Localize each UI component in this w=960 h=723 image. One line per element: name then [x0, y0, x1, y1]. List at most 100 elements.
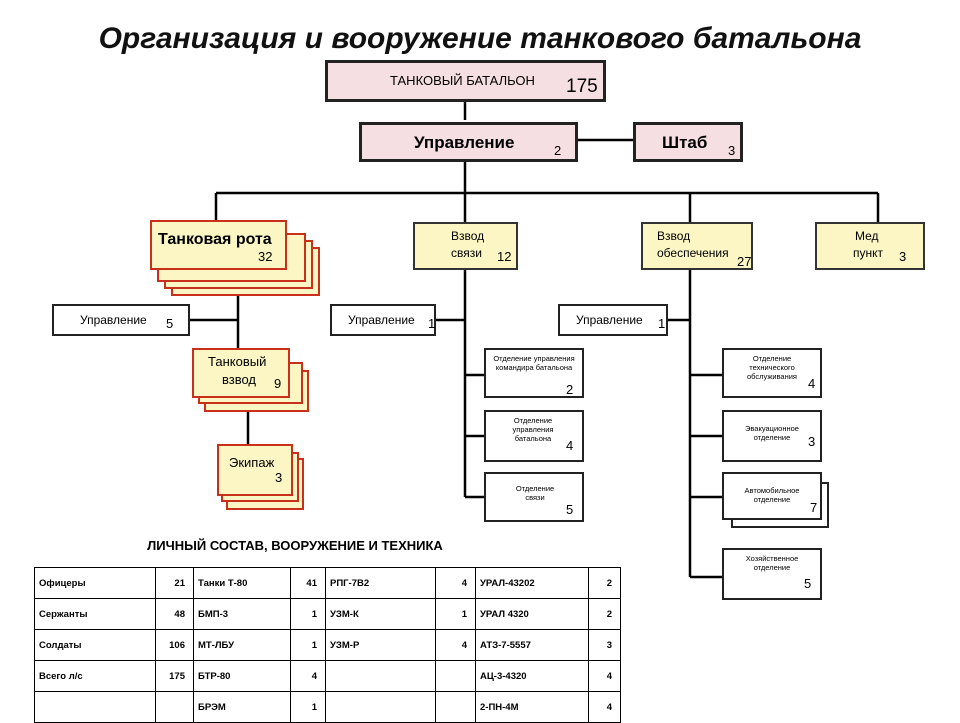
table-cell: 1: [290, 598, 326, 630]
table-cell: 2: [588, 567, 621, 599]
battalion-count: 175: [566, 76, 598, 97]
company-command-box: Управление 5: [52, 304, 190, 336]
table-cell: 3: [588, 629, 621, 661]
company-command-label: Управление: [80, 313, 147, 327]
signal-command-label: Управление: [348, 313, 415, 327]
signal-unit-2-count: 4: [566, 438, 574, 453]
signal-unit-3-count: 5: [566, 502, 574, 517]
table-cell: 41: [290, 567, 326, 599]
table-cell: 1: [435, 598, 476, 630]
table-cell: [155, 691, 194, 723]
signal-unit-1: Отделение управления командира батальона…: [484, 348, 584, 398]
table-title: ЛИЧНЫЙ СОСТАВ, ВООРУЖЕНИЕ И ТЕХНИКА: [147, 538, 443, 553]
tank-platoon-count: 9: [274, 376, 282, 391]
support-command-label: Управление: [576, 313, 643, 327]
signal-unit-3: Отделение связи 5: [484, 472, 584, 522]
command-box: Управление 2: [359, 122, 578, 162]
table-cell: УРАЛ 4320: [475, 598, 589, 630]
support-unit-1-count: 4: [808, 376, 816, 391]
company-command-count: 5: [166, 316, 174, 331]
tank-platoon-box: Танковый взвод 9: [192, 348, 290, 398]
command-label: Управление: [414, 133, 515, 152]
support-unit-1: Отделение технического обслуживания 4: [722, 348, 822, 398]
table-cell: [34, 691, 156, 723]
support-command-count: 1: [658, 316, 666, 331]
table-cell: 4: [290, 660, 326, 692]
tank-platoon-label-2: взвод: [222, 372, 257, 387]
signal-platoon-count: 12: [497, 249, 512, 264]
signal-unit-1-count: 2: [566, 382, 574, 397]
tank-company-count: 32: [258, 249, 273, 264]
medical-count: 3: [899, 249, 907, 264]
table-cell: [325, 691, 436, 723]
staff-label: Штаб: [662, 133, 708, 152]
table-cell: Всего л/с: [34, 660, 156, 692]
table-cell: 2: [588, 598, 621, 630]
table-cell: АТЗ-7-5557: [475, 629, 589, 661]
support-unit-2-label: Эвакуационное отделение: [745, 424, 799, 442]
medical-label-1: Мед: [855, 229, 879, 243]
tank-company-box: Танковая рота 32: [150, 220, 287, 270]
command-count: 2: [554, 143, 562, 158]
signal-command-count: 1: [428, 316, 436, 331]
support-platoon-count: 27: [737, 254, 752, 269]
table-cell: БТР-80: [193, 660, 291, 692]
support-platoon-box: Взвод обеспечения 27: [641, 222, 753, 270]
table-cell: 106: [155, 629, 194, 661]
support-unit-2: Эвакуационное отделение 3: [722, 410, 822, 462]
crew-box: Экипаж 3: [217, 444, 293, 496]
support-unit-3: Автомобильное отделение 7: [722, 472, 822, 520]
table-cell: 2-ПН-4М: [475, 691, 589, 723]
table-cell: 4: [435, 629, 476, 661]
table-cell: [325, 660, 436, 692]
battalion-label: ТАНКОВЫЙ БАТАЛЬОН: [390, 73, 535, 88]
table-cell: 1: [290, 691, 326, 723]
table-cell: [435, 691, 476, 723]
table-cell: Офицеры: [34, 567, 156, 599]
support-platoon-label-1: Взвод: [657, 229, 691, 243]
support-unit-4-label: Хозяйственное отделение: [745, 554, 799, 572]
signal-unit-1-label: Отделение управления командира батальона: [493, 354, 575, 372]
tank-company-label: Танковая рота: [158, 231, 272, 248]
medical-label-2: пункт: [853, 246, 884, 260]
table-cell: УЗМ-К: [325, 598, 436, 630]
support-unit-4: Хозяйственное отделение 5: [722, 548, 822, 600]
tank-platoon-label-1: Танковый: [208, 354, 267, 369]
table-cell: 4: [588, 660, 621, 692]
table-cell: БРЭМ: [193, 691, 291, 723]
battalion-box: ТАНКОВЫЙ БАТАЛЬОН 175: [325, 60, 606, 102]
table-cell: 1: [290, 629, 326, 661]
staff-box: Штаб 3: [633, 122, 743, 162]
staff-count: 3: [728, 143, 736, 158]
table-cell: АЦ-3-4320: [475, 660, 589, 692]
signal-platoon-box: Взвод связи 12: [413, 222, 518, 270]
support-unit-3-label: Автомобильное отделение: [744, 486, 800, 504]
support-unit-3-count: 7: [810, 500, 818, 515]
table-cell: БМП-3: [193, 598, 291, 630]
table-cell: Солдаты: [34, 629, 156, 661]
support-unit-4-count: 5: [804, 576, 812, 591]
signal-unit-2-label: Отделение управления батальона: [512, 416, 554, 443]
table-cell: Сержанты: [34, 598, 156, 630]
table-cell: 21: [155, 567, 194, 599]
crew-label: Экипаж: [229, 455, 275, 470]
table-cell: МТ-ЛБУ: [193, 629, 291, 661]
table-cell: РПГ-7В2: [325, 567, 436, 599]
support-platoon-label-2: обеспечения: [657, 246, 729, 260]
table-cell: Танки Т-80: [193, 567, 291, 599]
table-cell: 4: [435, 567, 476, 599]
support-unit-2-count: 3: [808, 434, 816, 449]
support-command-box: Управление 1: [558, 304, 668, 336]
crew-count: 3: [275, 470, 283, 485]
table-cell: 4: [588, 691, 621, 723]
signal-unit-3-label: Отделение связи: [515, 484, 555, 502]
table-cell: 175: [155, 660, 194, 692]
table-cell: УЗМ-Р: [325, 629, 436, 661]
signal-platoon-label-2: связи: [451, 246, 482, 260]
table-cell: [435, 660, 476, 692]
